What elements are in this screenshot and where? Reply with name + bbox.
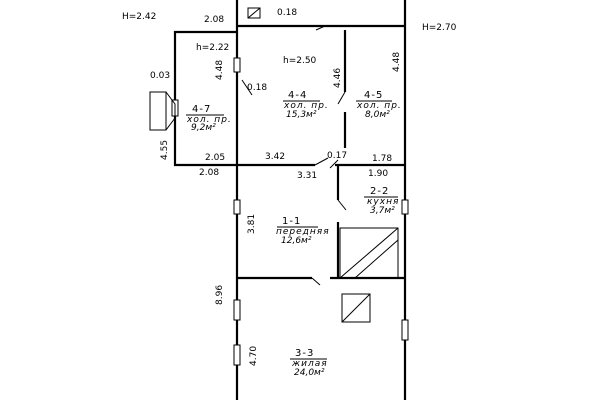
window-west-2 [233, 199, 241, 215]
window-west-1 [233, 57, 241, 73]
stove-kitchen [339, 227, 399, 279]
dim-381: 3.81 [247, 214, 257, 234]
window-east-2 [401, 319, 409, 341]
room-4-5-id: 4-5 [364, 90, 383, 101]
room-4-4-id: 4-4 [288, 90, 307, 101]
dim-342: 3.42 [265, 152, 285, 162]
room-2-2-name: кухня [367, 197, 399, 207]
dim-208-top: 2.08 [204, 15, 224, 25]
dim-018-top: 0.18 [277, 8, 297, 18]
height-label-room47: h=2.22 [196, 43, 229, 53]
dim-205: 2.05 [205, 153, 225, 163]
dim-017: 0.17 [327, 151, 347, 161]
windows [171, 57, 409, 366]
room-1-1-id: 1-1 [282, 216, 301, 227]
dim-470: 4.70 [249, 346, 259, 366]
dim-455: 4.55 [160, 140, 170, 160]
height-label-room44: h=2.50 [283, 56, 317, 66]
stove-living-diag [341, 293, 371, 323]
chimney-top [247, 7, 261, 19]
stove-kitchen-diag [339, 227, 399, 279]
door-swing-lower [311, 277, 321, 286]
stove-living [341, 293, 371, 323]
tick-2 [329, 159, 339, 169]
chimney-top-diag [247, 7, 261, 19]
dim-018-mid: 0.18 [247, 83, 267, 93]
room-4-4-name: хол. пр. [283, 101, 329, 111]
dim-190: 1.90 [368, 169, 388, 179]
dim-448-right: 4.48 [392, 52, 402, 72]
room-4-7-area: 9,2м² [191, 123, 216, 133]
porch [149, 91, 176, 131]
dim-448-left: 4.48 [215, 60, 225, 80]
dim-178: 1.78 [372, 154, 392, 164]
room-4-7-name: хол. пр. [186, 115, 232, 125]
dim-208-bottom: 2.08 [199, 168, 219, 178]
room-1-1-area: 12,6м² [281, 236, 312, 246]
height-label-left: H=2.42 [122, 12, 156, 22]
dim-446: 4.46 [333, 68, 343, 88]
door-swing-11-22 [337, 199, 347, 211]
room-4-4-area: 15,3м² [286, 110, 317, 120]
window-west-3 [233, 299, 241, 321]
room-3-3-name: жилая [291, 359, 328, 369]
room-2-2-id: 2-2 [370, 186, 389, 197]
door-swing-middle [314, 157, 329, 166]
porch-step [149, 91, 167, 131]
dim-331: 3.31 [297, 171, 317, 181]
room-3-3-id: 3-3 [295, 348, 314, 359]
ticks [315, 25, 339, 169]
room-4-5-area: 8,0м² [365, 110, 390, 120]
stove-kitchen-diag2 [354, 239, 399, 279]
dim-003: 0.03 [150, 71, 170, 81]
tick-1 [315, 25, 326, 31]
room-3-3-area: 24,0м² [294, 368, 325, 378]
porch-outline [165, 91, 176, 131]
window-east-1 [401, 199, 409, 215]
window-west-4 [233, 344, 241, 366]
room-4-5-name: хол. пр. [356, 101, 402, 111]
stoves [247, 7, 399, 323]
room-4-7-id: 4-7 [192, 104, 211, 115]
room-1-1-name: передняя [276, 227, 330, 237]
door-swing-entry [241, 79, 253, 96]
doors [241, 79, 347, 286]
room-2-2-area: 3,7м² [370, 206, 395, 216]
dim-896: 8.96 [215, 285, 225, 305]
door-swing-44-45 [337, 91, 346, 105]
annex-wall [173, 30, 237, 167]
height-label-right: H=2.70 [422, 23, 457, 33]
